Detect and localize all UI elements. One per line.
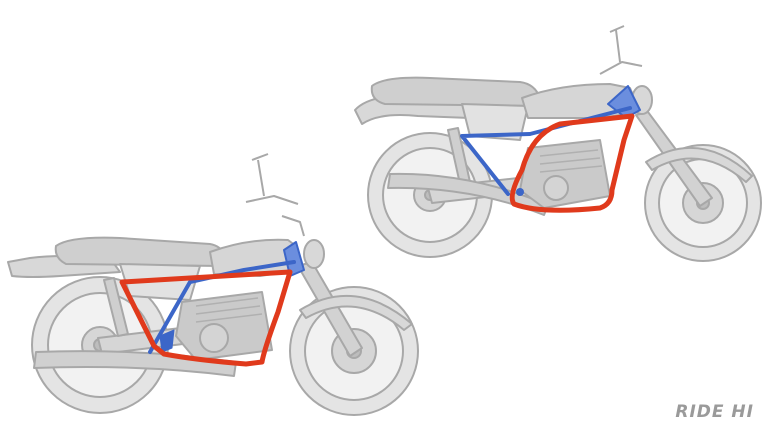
- rear-motorcycle-frame: [460, 85, 641, 213]
- front-motorcycle-handlebar: [245, 153, 305, 237]
- brand-logo: RIDE HI: [675, 402, 754, 422]
- rear-motorcycle-engine: [519, 139, 611, 209]
- front-motorcycle-clutch-cover: [199, 323, 229, 353]
- front-motorcycle: [7, 153, 419, 416]
- rear-motorcycle-frame-red-outline: [509, 113, 635, 213]
- front-motorcycle-shock: [103, 277, 129, 337]
- rear-motorcycle-front-fender: [645, 146, 753, 183]
- front-motorcycle-frame-blue-gusset: [159, 329, 175, 353]
- rear-motorcycle-seat: [370, 76, 541, 107]
- front-motorcycle-frame: [119, 241, 305, 367]
- front-motorcycle-front-wheel: [289, 286, 419, 416]
- rear-motorcycle-side-cover: [461, 103, 529, 141]
- rear-motorcycle-engine-fins: [539, 149, 603, 173]
- front-motorcycle-seat: [54, 236, 227, 267]
- front-motorcycle-headlight: [303, 239, 325, 269]
- rear-motorcycle-clutch-cover: [543, 175, 569, 201]
- rear-motorcycle: [354, 25, 762, 262]
- front-motorcycle-front-fender: [299, 294, 413, 331]
- front-motorcycle-steering-head: [283, 241, 305, 277]
- rear-motorcycle-frame-blue-mount: [516, 188, 524, 196]
- front-motorcycle-engine-fins: [195, 297, 263, 323]
- front-motorcycle-frame-red-outline: [119, 269, 293, 367]
- rear-motorcycle-exhaust: [387, 172, 549, 216]
- rear-motorcycle-handlebar: [599, 25, 643, 75]
